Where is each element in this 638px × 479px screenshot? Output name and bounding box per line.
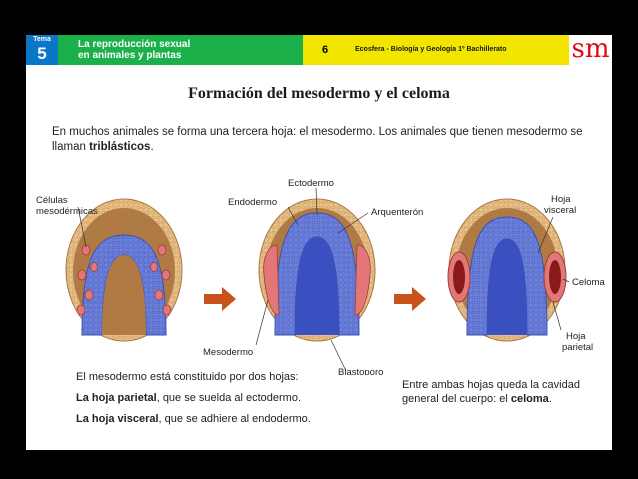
label-ectodermo: Ectodermo: [288, 178, 334, 189]
tema-badge: Tema 5: [26, 35, 58, 65]
intro-bold: triblásticos: [89, 141, 151, 153]
label-endodermo: Endodermo: [228, 197, 277, 208]
tema-number: 5: [37, 44, 47, 63]
label-celulas-line2: mesodérmicas: [36, 206, 98, 217]
parietal-rest: , que se suelda al ectodermo.: [156, 392, 302, 404]
embryo-stage-2: [258, 198, 376, 342]
parietal-line: La hoja parietal, que se suelda al ectod…: [76, 392, 376, 405]
page-title: Formación del mesodermo y el celoma: [188, 85, 450, 102]
right-text: Entre ambas hojas queda la cavidad gener…: [402, 379, 580, 405]
right-bold: celoma: [510, 392, 549, 405]
parietal-bold: La hoja parietal: [76, 392, 157, 404]
intro-end: .: [150, 141, 154, 153]
label-blastoporo: Blastoporo: [338, 367, 383, 375]
bottom-line1: El mesodermo está constituido por dos ho…: [76, 371, 299, 383]
label-lines: [77, 187, 570, 372]
unit-title-line1: La reproducción sexual: [78, 39, 191, 50]
celoma-description: Entre ambas hojas queda la cavidad gener…: [402, 379, 592, 406]
label-celulas-line1: Células: [36, 195, 68, 206]
publisher-logo: sm: [569, 35, 612, 65]
slide: Tema 5 La reproducción sexual en animale…: [26, 35, 612, 450]
header-bar: Tema 5 La reproducción sexual en animale…: [26, 35, 612, 65]
intro-paragraph: En muchos animales se forma una tercera …: [52, 125, 592, 155]
unit-title: La reproducción sexual en animales y pla…: [58, 35, 303, 65]
label-mesodermo: Mesodermo: [203, 347, 253, 358]
label-arquenteron: Arquenterón: [371, 207, 423, 218]
label-hoja-visceral-line1: Hoja: [551, 194, 571, 205]
label-hoja-parietal-line2: parietal: [562, 342, 593, 353]
label-hoja-visceral-line2: visceral: [544, 205, 576, 216]
mesoderm-diagram: Células mesodérmicas Ectodermo Endodermo…: [36, 178, 605, 375]
right-arrow-icon: [204, 287, 236, 311]
label-celoma: Celoma: [572, 277, 605, 288]
visceral-line: La hoja visceral, que se adhiere al endo…: [76, 413, 376, 426]
intro-text: En muchos animales se forma una tercera …: [52, 126, 583, 153]
mesoderm-description: El mesodermo está constituido por dos ho…: [76, 371, 376, 434]
tema-label: Tema: [33, 36, 51, 43]
unit-title-line2: en animales y plantas: [78, 50, 182, 61]
visceral-rest: , que se adhiere al endodermo.: [158, 413, 311, 425]
visceral-bold: La hoja visceral: [76, 413, 159, 425]
label-hoja-parietal-line1: Hoja: [566, 331, 586, 342]
right-end: .: [548, 392, 552, 405]
book-title: Ecosfera - Biología y Geología 1º Bachil…: [347, 35, 569, 65]
embryo-stage-1: [65, 198, 183, 342]
page-number: 6: [303, 35, 347, 65]
right-arrow-icon: [394, 287, 426, 311]
embryo-stage-3: [447, 198, 567, 342]
